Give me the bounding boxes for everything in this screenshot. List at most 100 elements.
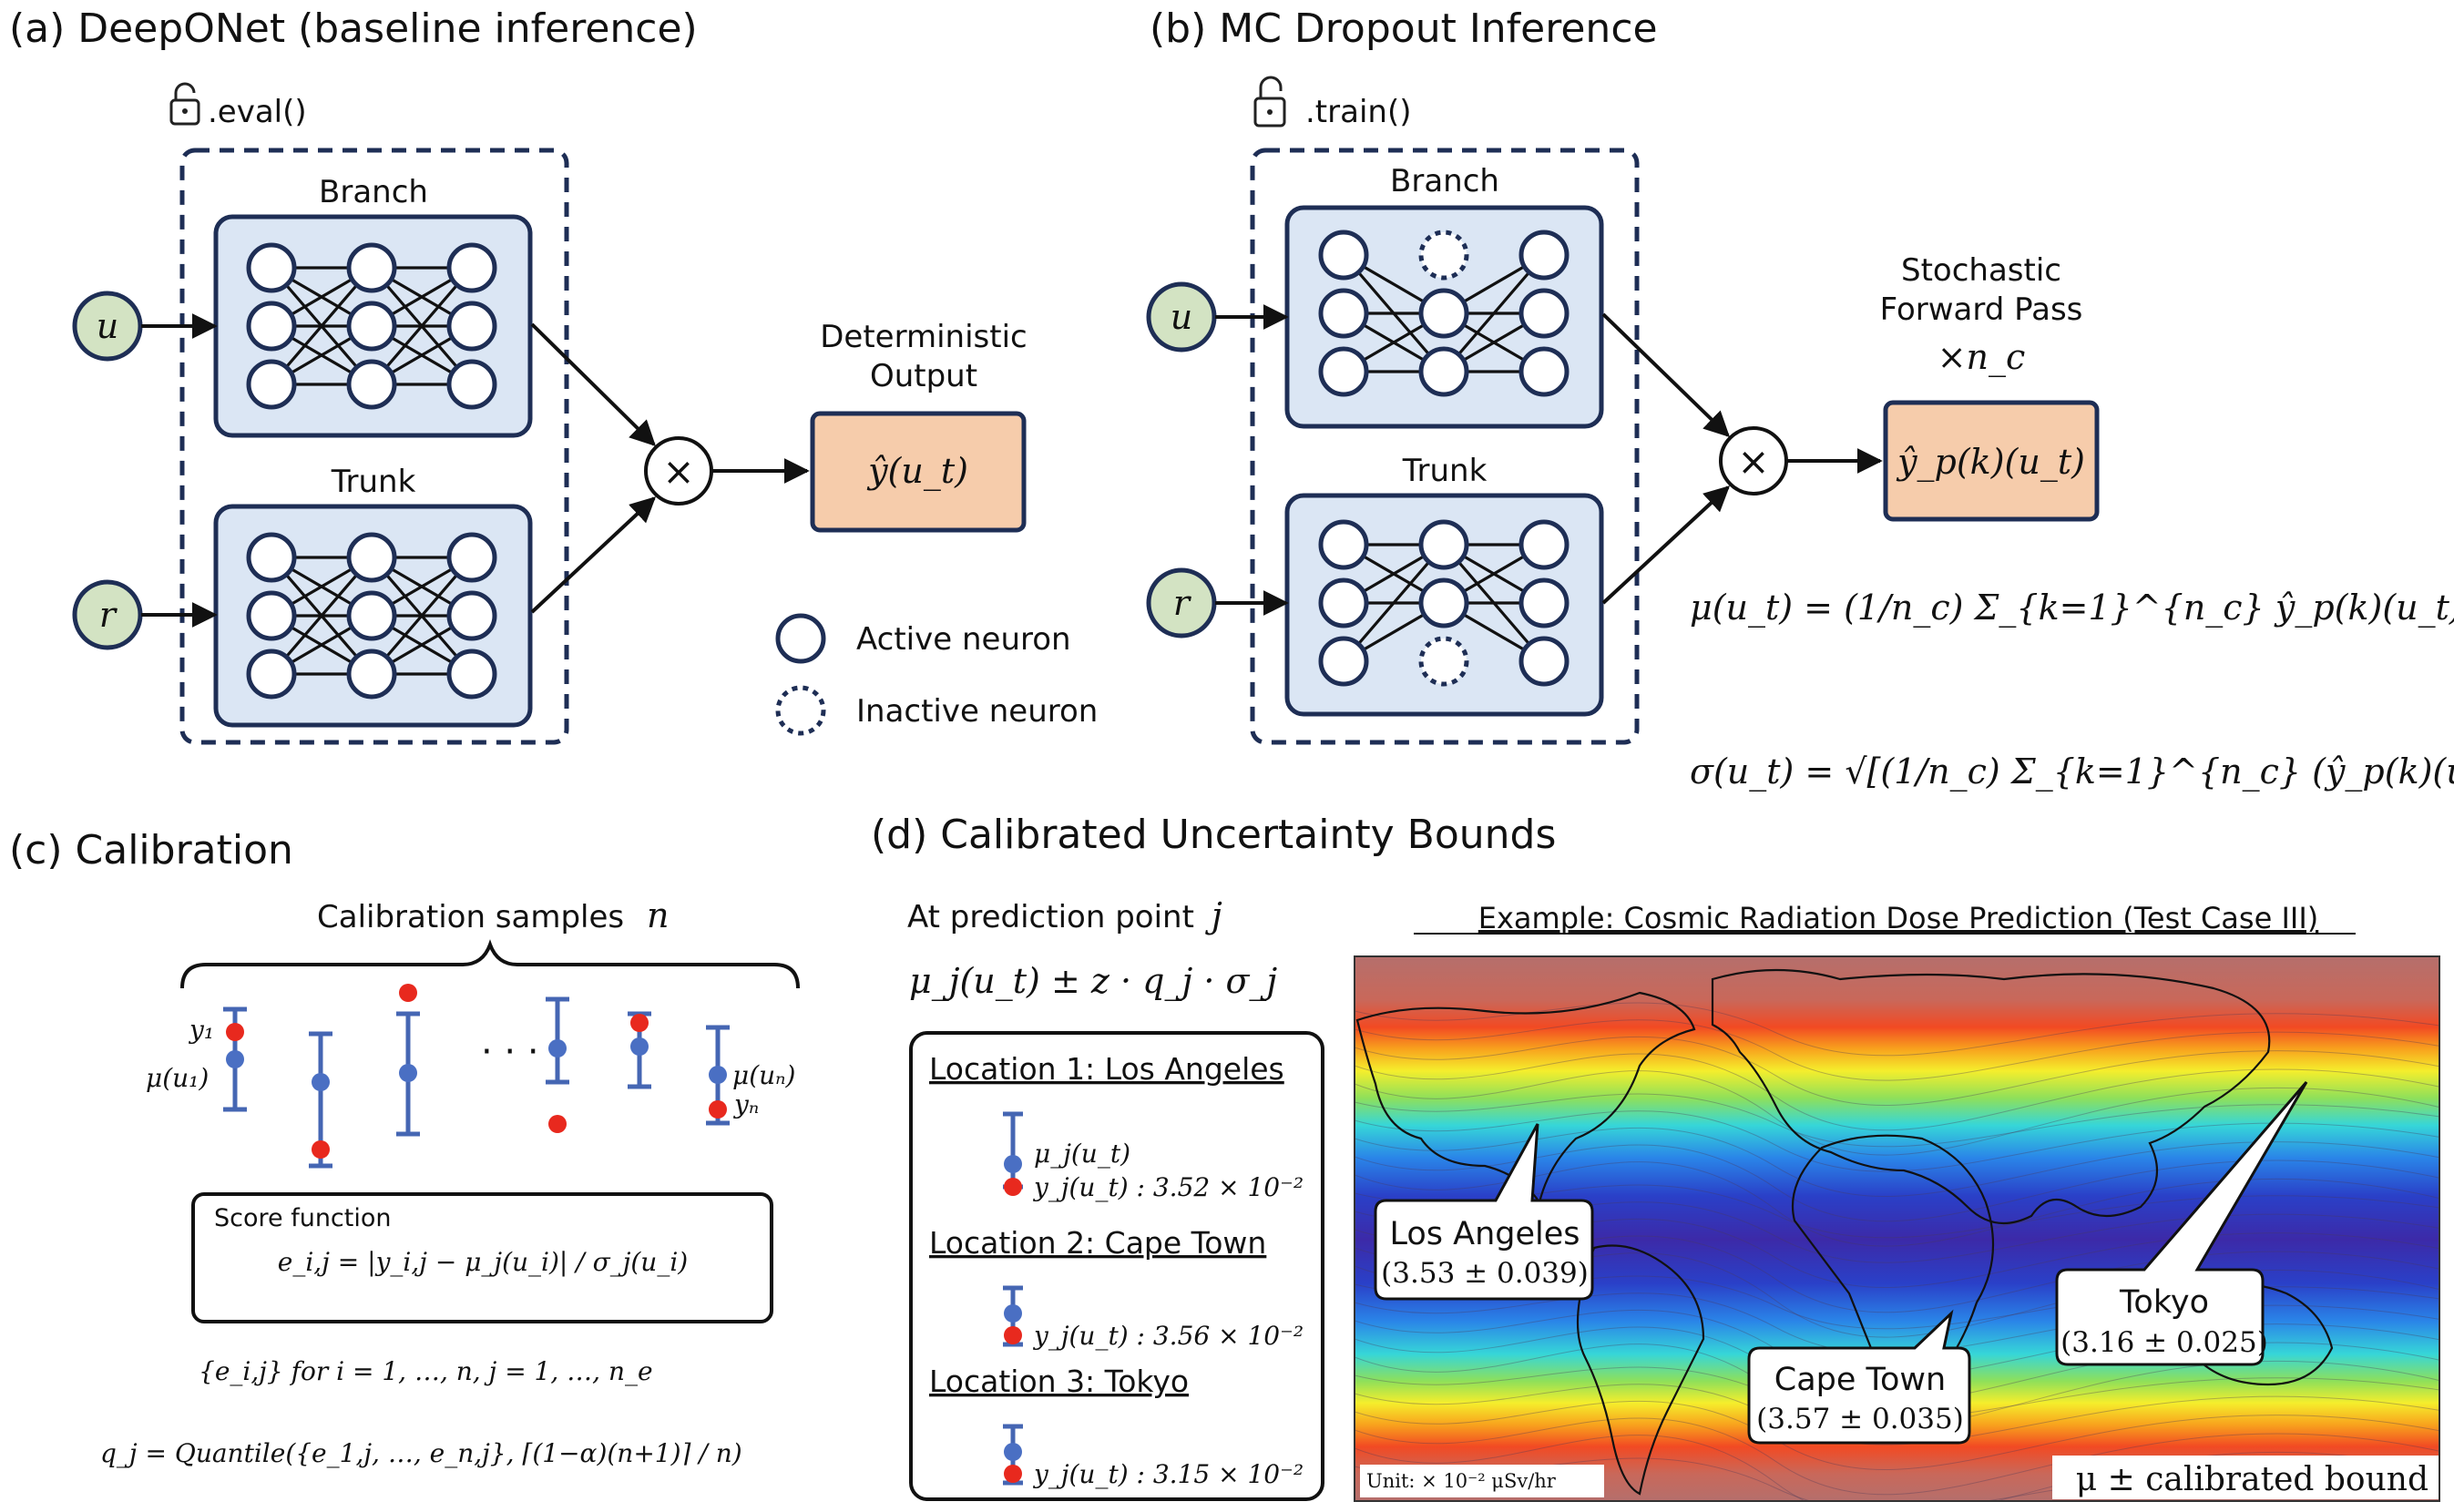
output-caption-line2: Output xyxy=(870,358,977,394)
mu1-label: μ(u₁) xyxy=(146,1063,209,1093)
y1-label: y₁ xyxy=(188,1015,214,1045)
observed-point xyxy=(1004,1326,1022,1344)
network-edge xyxy=(370,556,474,676)
samples-symbol: n xyxy=(647,895,669,935)
active-neuron xyxy=(446,590,497,641)
eval-mode-label: .eval() xyxy=(208,94,307,130)
arrow-branch-to-product xyxy=(530,322,656,446)
input-u-node xyxy=(72,291,143,362)
location-heading: Location 3: Tokyo xyxy=(929,1364,1189,1399)
input-u-symbol: u xyxy=(97,306,118,346)
mean-point xyxy=(1004,1443,1022,1461)
score-function-title: Score function xyxy=(214,1204,392,1232)
unit-label: Unit: × 10⁻² μSv/hr xyxy=(1366,1470,1557,1492)
bound-label-background xyxy=(2052,1456,2439,1499)
output-caption-line3: ×n_c xyxy=(1938,337,2026,378)
contour-line xyxy=(1355,1400,2439,1470)
trunk-label: Trunk xyxy=(331,464,416,500)
active-neuron xyxy=(446,301,497,352)
output-caption-line1: Deterministic xyxy=(820,319,1027,355)
output-symbol: ŷ_p(k)(u_t) xyxy=(1896,442,2085,483)
arrow-trunk-to-product xyxy=(530,496,657,614)
eurasia-outline xyxy=(1711,968,2271,1225)
calibration-error-bars xyxy=(223,984,730,1169)
score-set-formula: {e_i,j} for i = 1, …, n, j = 1, …, n_e xyxy=(199,1356,653,1386)
input-u-symbol: u xyxy=(1171,297,1192,337)
inactive-neuron xyxy=(1418,230,1469,281)
legend-active-label: Active neuron xyxy=(856,621,1071,658)
stochastic-output-box xyxy=(1883,400,2100,522)
trunk-label: Trunk xyxy=(1402,453,1488,489)
panel-c: (c) Calibration Calibration samples n y₁… xyxy=(9,827,800,1468)
mean-point xyxy=(630,1037,649,1056)
observed-point xyxy=(1004,1178,1022,1196)
active-neuron xyxy=(246,242,297,293)
mean-formula: μ(u_t) = (1/n_c) Σ_{k=1}^{n_c} ŷ_p(k)(u_… xyxy=(1690,587,2454,628)
active-neuron xyxy=(1418,577,1469,628)
quantile-formula: q_j = Quantile({e_1,j, …, e_n,j}, ⌈(1−α)… xyxy=(100,1438,742,1468)
calibrated-bound-formula: μ_j(u_t) ± z · q_j · σ_j xyxy=(909,961,1277,1002)
callout-city: Tokyo xyxy=(2119,1284,2209,1321)
inactive-neuron xyxy=(1418,636,1469,687)
legend-inactive-neuron-icon xyxy=(775,685,826,736)
std-formula: σ(u_t) = √[(1/n_c) Σ_{k=1}^{n_c} (ŷ_p(k)… xyxy=(1690,751,2454,792)
contour-line xyxy=(1355,1019,2439,1081)
callout-city: Los Angeles xyxy=(1389,1216,1580,1252)
branch-label: Branch xyxy=(1390,163,1499,199)
location-observed-label: y_j(u_t) : 3.56 × 10⁻² xyxy=(1032,1321,1304,1351)
product-node xyxy=(644,436,713,506)
contour-line xyxy=(1355,1036,2439,1106)
ellipsis-dots: · · · xyxy=(481,1031,539,1073)
network-edge xyxy=(270,556,373,676)
callout-cape-town: Cape Town (3.57 ± 0.035) xyxy=(1747,1309,1971,1445)
prediction-point-symbol: j xyxy=(1205,895,1222,935)
prediction-point-label: At prediction point xyxy=(907,899,1194,935)
south-america-outline xyxy=(1576,1244,1705,1496)
yn-label: yₙ xyxy=(732,1089,759,1119)
network-edge xyxy=(1342,543,1446,663)
callout-los-angeles: Los Angeles (3.53 ± 0.039) xyxy=(1374,1123,1594,1301)
unlock-icon xyxy=(1253,76,1286,128)
branch-neurons xyxy=(246,242,497,410)
mean-point xyxy=(1004,1304,1022,1323)
legend-inactive-label: Inactive neuron xyxy=(856,693,1098,730)
observed-point xyxy=(709,1100,727,1119)
panel-c-title: (c) Calibration xyxy=(9,827,293,873)
panel-b-title: (b) MC Dropout Inference xyxy=(1150,5,1658,52)
input-r-node xyxy=(72,579,143,650)
network-edge xyxy=(370,266,474,386)
active-neuron xyxy=(1418,288,1469,339)
callout-value: (3.53 ± 0.039) xyxy=(1381,1257,1589,1290)
location-list: Location 1: Los Angelesμ_j(u_t)y_j(u_t) … xyxy=(929,1051,1304,1489)
active-neuron xyxy=(446,649,497,700)
panel-a: (a) DeepONet (baseline inference) .eval(… xyxy=(9,5,1098,745)
active-neuron xyxy=(346,301,397,352)
observed-point xyxy=(312,1140,330,1159)
active-neuron xyxy=(1318,230,1369,281)
lock-icon xyxy=(169,82,200,126)
input-r-node xyxy=(1146,567,1217,639)
trunk-neurons xyxy=(246,532,497,700)
active-neuron xyxy=(1518,346,1570,397)
active-neuron xyxy=(1418,519,1469,570)
contour-line xyxy=(1355,1070,2439,1156)
active-neuron xyxy=(1518,230,1570,281)
location-mean-label: μ_j(u_t) xyxy=(1034,1139,1130,1169)
multiply-symbol: × xyxy=(662,449,694,494)
callout-city: Cape Town xyxy=(1774,1362,1946,1398)
observed-point xyxy=(399,984,417,1002)
location-observed-label: y_j(u_t) : 3.52 × 10⁻² xyxy=(1032,1172,1304,1202)
output-caption-line2: Forward Pass xyxy=(1880,291,2083,328)
train-mode-label: .train() xyxy=(1305,94,1411,130)
input-r-symbol: r xyxy=(99,595,118,635)
input-u-node xyxy=(1146,281,1217,352)
branch-neurons-dropout xyxy=(1318,230,1570,397)
panel-d-title: (d) Calibrated Uncertainty Bounds xyxy=(871,812,1556,858)
active-neuron xyxy=(346,649,397,700)
location-heading: Location 1: Los Angeles xyxy=(929,1051,1284,1087)
observed-point xyxy=(548,1115,567,1133)
active-neuron xyxy=(346,590,397,641)
contour-line xyxy=(1355,1127,2439,1197)
active-neuron xyxy=(246,301,297,352)
model-boundary-box xyxy=(1250,148,1640,745)
